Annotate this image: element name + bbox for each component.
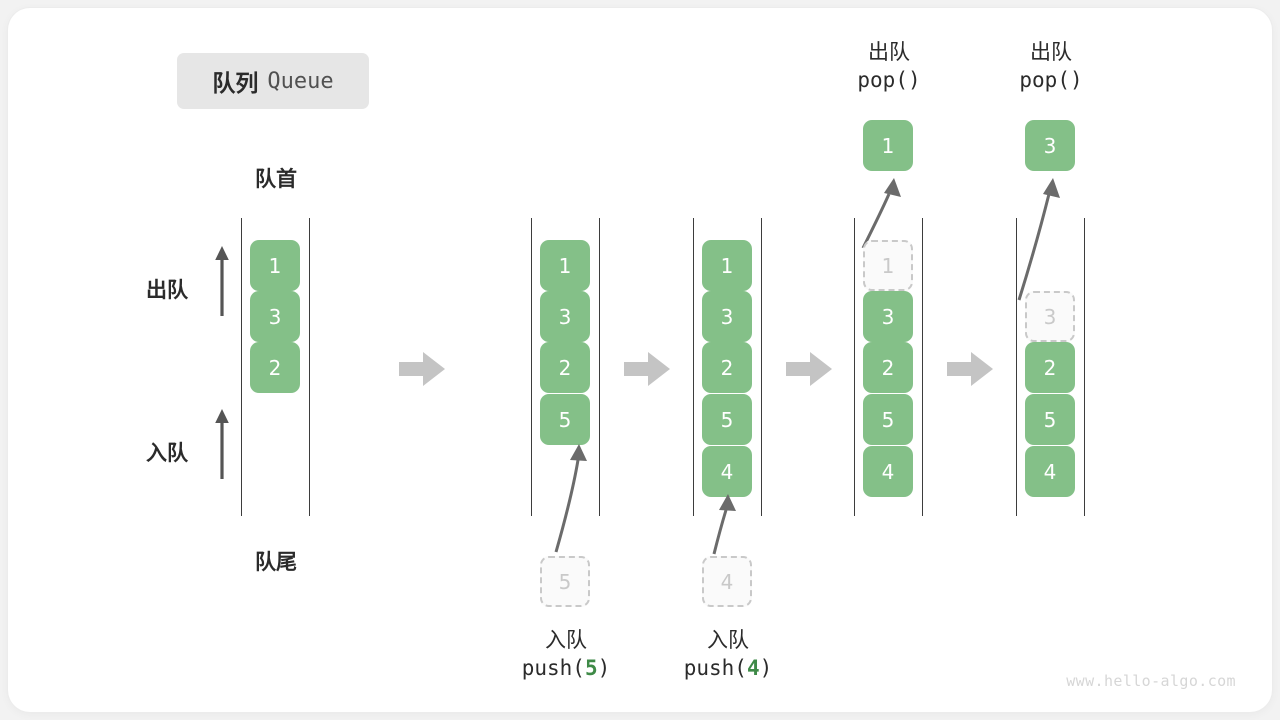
push-caption-code: push(4) — [628, 654, 828, 682]
watermark: www.hello-algo.com — [1066, 672, 1236, 690]
pop-caption-code: pop() — [857, 68, 921, 93]
queue-cell: 5 — [1025, 394, 1075, 445]
rail-right — [309, 218, 310, 516]
pop-caption-cn: 出队 — [1030, 40, 1072, 64]
title-chinese: 队列 — [212, 71, 259, 97]
queue-cell-vacated: 3 — [1025, 291, 1075, 342]
queue-cell: 3 — [863, 291, 913, 342]
push-caption-cn: 入队 — [707, 628, 749, 652]
push-caption-code: push(5) — [466, 654, 666, 682]
queue-column-after-pop-3: 出队 pop() 3 3 2 5 4 — [981, 8, 1121, 712]
push-motion-arrow-icon — [712, 494, 736, 555]
queue-column-after-pop-1: 出队 pop() 1 1 3 2 5 4 — [819, 8, 959, 712]
queue-cell: 1 — [250, 240, 300, 291]
queue-cell: 4 — [863, 446, 913, 497]
rear-label: 队尾 — [255, 550, 297, 574]
rail-right — [761, 218, 762, 516]
flow-arrow-icon — [624, 352, 670, 386]
push-code-value: 4 — [746, 656, 760, 681]
push-source-ghost-cell: 4 — [702, 556, 752, 607]
queue-column-initial: 队首 1 3 2 队尾 出队 入队 — [146, 8, 346, 712]
push-source-ghost-cell: 5 — [540, 556, 590, 607]
queue-cell: 2 — [863, 342, 913, 393]
diagram-title-badge: 队列 Queue — [177, 53, 369, 109]
rail-right — [599, 218, 600, 516]
rail-left — [531, 218, 532, 516]
queue-cell: 1 — [540, 240, 590, 291]
enqueue-label: 入队 — [146, 441, 188, 465]
pop-caption-code: pop() — [1019, 68, 1083, 93]
dequeue-label: 出队 — [146, 278, 188, 302]
queue-rails — [658, 218, 798, 516]
flow-arrow-icon — [399, 352, 445, 386]
queue-cell: 2 — [540, 342, 590, 393]
queue-cell: 5 — [540, 394, 590, 445]
queue-cell: 4 — [1025, 446, 1075, 497]
queue-cell-vacated: 1 — [863, 240, 913, 291]
queue-cell: 3 — [540, 291, 590, 342]
pop-caption: 出队 pop() — [951, 38, 1151, 95]
front-label: 队首 — [255, 167, 297, 191]
queue-cell: 3 — [702, 291, 752, 342]
flow-arrow-icon — [947, 352, 993, 386]
queue-rails — [496, 218, 636, 516]
push-code-prefix: push( — [683, 656, 747, 681]
push-code-suffix: ) — [759, 656, 773, 681]
queue-cell: 2 — [702, 342, 752, 393]
push-caption: 入队 push(5) — [466, 626, 666, 683]
push-code-suffix: ) — [597, 656, 611, 681]
rail-right — [922, 218, 923, 516]
queue-rails — [981, 218, 1121, 516]
queue-cell: 2 — [250, 342, 300, 393]
queue-column-after-push-4: 1 3 2 5 4 4 入队 push(4) — [658, 8, 798, 712]
pop-caption: 出队 pop() — [789, 38, 989, 95]
rail-left — [241, 218, 242, 516]
push-code-prefix: push( — [521, 656, 585, 681]
push-code-value: 5 — [584, 656, 598, 681]
push-motion-arrow-icon — [554, 444, 587, 553]
pop-motion-arrow-icon — [1017, 178, 1060, 301]
rail-right — [1084, 218, 1085, 516]
enqueue-up-arrow-icon — [215, 409, 229, 479]
rail-left — [1016, 218, 1017, 516]
popped-value-cell: 1 — [863, 120, 913, 171]
rail-left — [854, 218, 855, 516]
queue-cell: 1 — [702, 240, 752, 291]
queue-cell: 3 — [250, 291, 300, 342]
dequeue-up-arrow-icon — [215, 246, 229, 316]
rail-left — [693, 218, 694, 516]
flow-arrow-icon — [786, 352, 832, 386]
queue-rails — [206, 218, 346, 516]
pop-caption-cn: 出队 — [868, 40, 910, 64]
popped-value-cell: 3 — [1025, 120, 1075, 171]
queue-cell: 4 — [702, 446, 752, 497]
queue-rails — [819, 218, 959, 516]
diagram-card: 队列 Queue 队首 1 3 2 队尾 出队 入队 — [8, 8, 1272, 712]
queue-cell: 5 — [702, 394, 752, 445]
push-caption-cn: 入队 — [545, 628, 587, 652]
queue-cell: 2 — [1025, 342, 1075, 393]
push-caption: 入队 push(4) — [628, 626, 828, 683]
title-english: Queue — [267, 68, 334, 94]
queue-column-after-push-5: 1 3 2 5 5 入队 push(5) — [496, 8, 636, 712]
queue-cell: 5 — [863, 394, 913, 445]
